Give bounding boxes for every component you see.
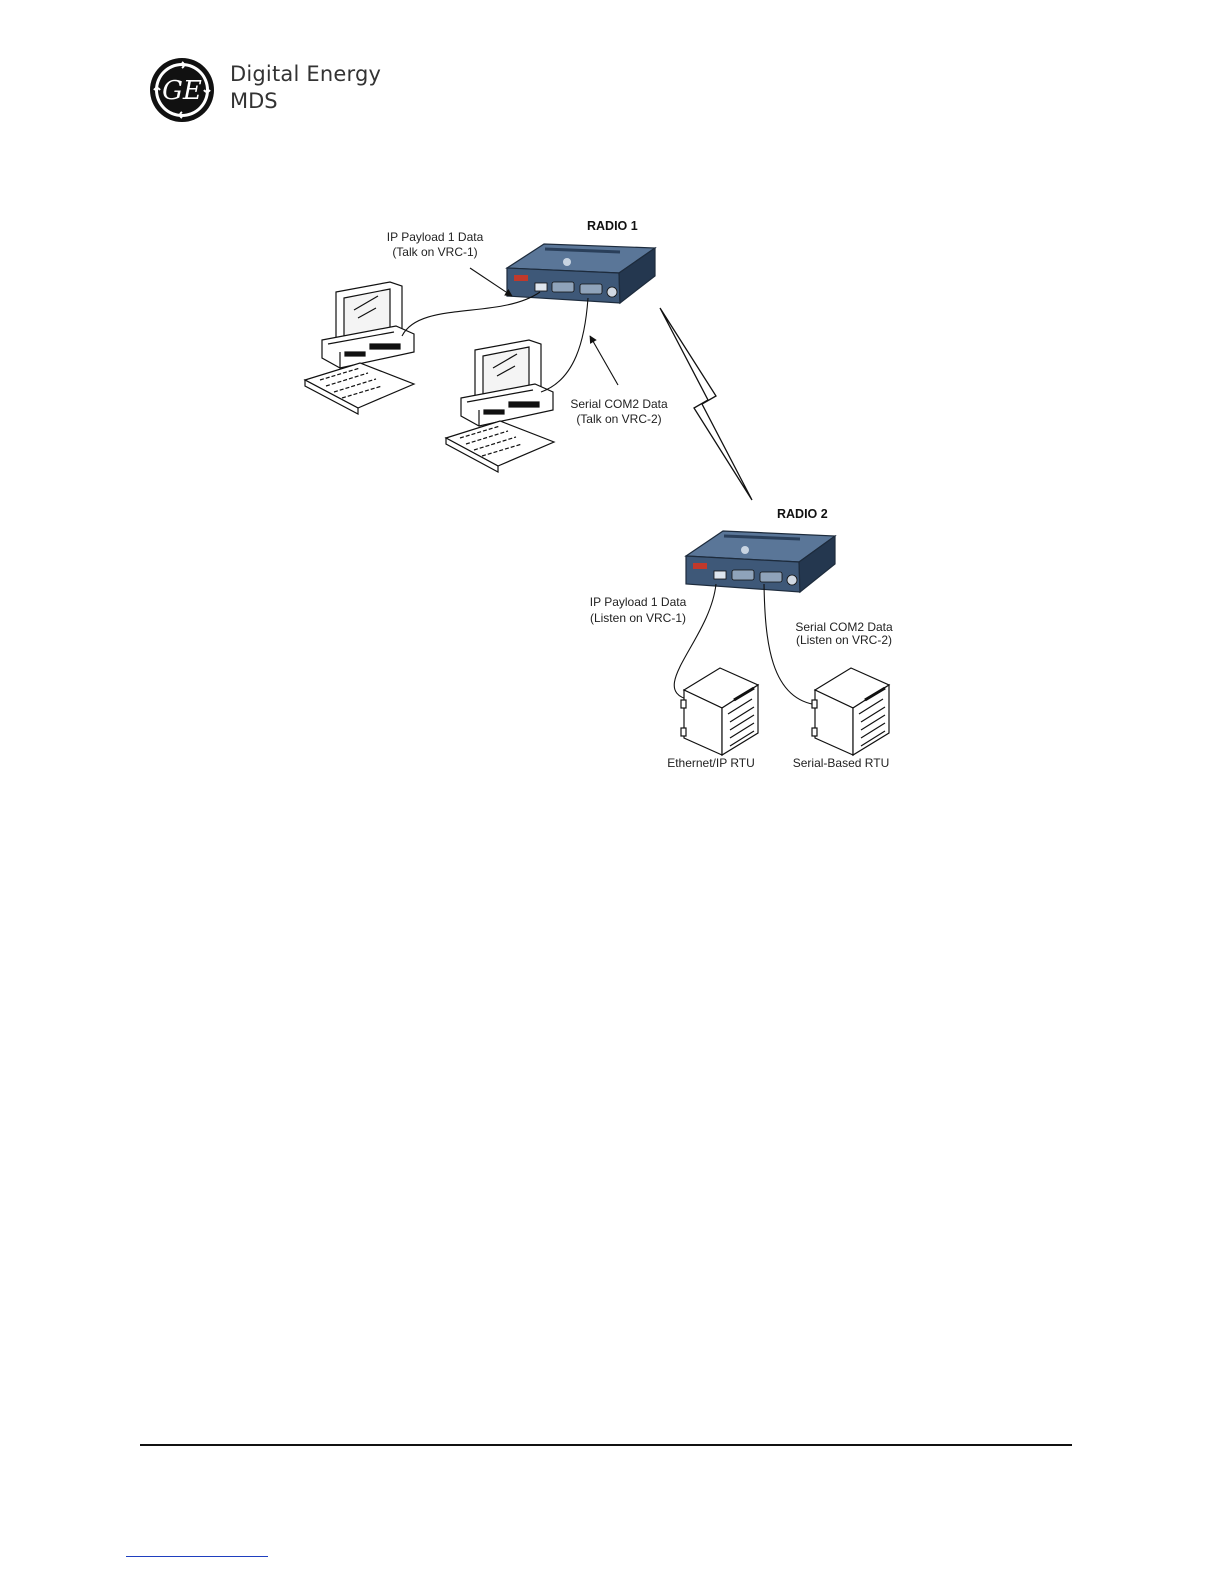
arrow-ip-talk — [470, 268, 512, 296]
label-serial-listen-1: Serial COM2 Data — [795, 620, 893, 634]
label-serial-talk-1: Serial COM2 Data — [570, 397, 668, 411]
arrow-serial-talk — [590, 336, 618, 385]
label-rtu-serial: Serial-Based RTU — [793, 756, 889, 770]
label-ip-talk-2: (Talk on VRC-1) — [392, 245, 477, 259]
label-ip-listen-1: IP Payload 1 Data — [590, 595, 687, 609]
cables — [402, 292, 818, 705]
computer-2 — [446, 340, 554, 472]
radio-1-title: RADIO 1 — [587, 219, 638, 233]
wireless-link-icon — [660, 308, 752, 500]
radio-2-title: RADIO 2 — [777, 507, 828, 521]
rtu-serial-based — [812, 668, 889, 755]
radio-2: RADIO 2 — [686, 507, 835, 592]
label-ip-listen-2: (Listen on VRC-1) — [590, 611, 686, 625]
rtu-ethernet-ip — [681, 668, 758, 755]
footer-link-underline[interactable] — [126, 1556, 268, 1557]
radio-1: RADIO 1 — [507, 219, 655, 303]
label-serial-listen-2: (Listen on VRC-2) — [796, 633, 892, 647]
cable-pc2-radio1 — [541, 298, 588, 392]
computer-1 — [305, 282, 414, 414]
label-rtu-ethernet: Ethernet/IP RTU — [667, 756, 755, 770]
label-ip-talk-1: IP Payload 1 Data — [387, 230, 484, 244]
footer-rule — [140, 1444, 1072, 1446]
label-serial-talk-2: (Talk on VRC-2) — [576, 412, 661, 426]
cable-pc1-radio1 — [402, 292, 540, 336]
